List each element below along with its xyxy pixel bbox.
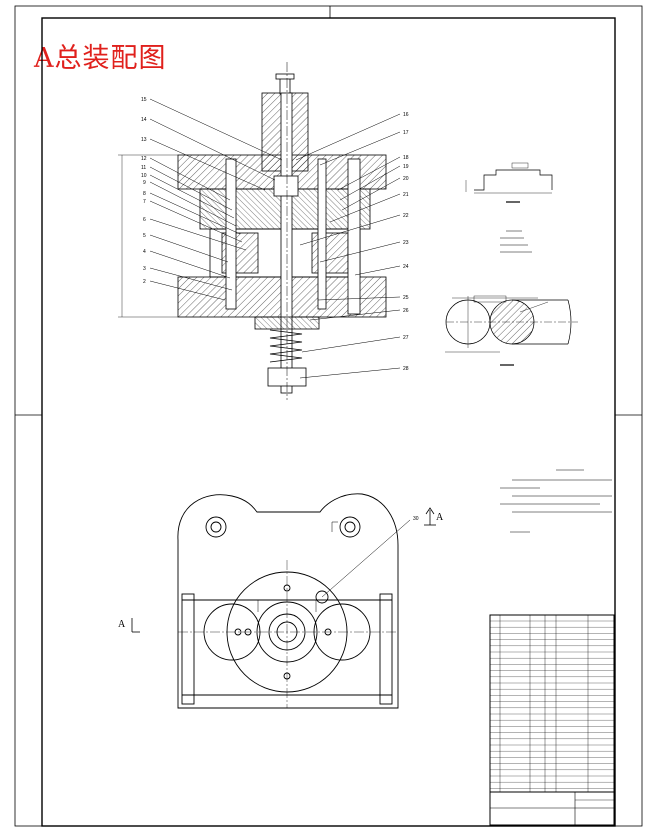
plan-view [131, 493, 436, 709]
part-label: 15 [141, 97, 147, 103]
tech-requirements [500, 469, 612, 533]
part-labels-left: 15 14 13 12 11 10 9 8 7 6 5 4 3 2 [141, 97, 147, 285]
part-label: 23 [403, 240, 409, 246]
part-label: 9 [143, 180, 146, 186]
part-label: 26 [403, 308, 409, 314]
drawing-title: A总装配图 [34, 43, 167, 74]
part-label: 3 [143, 266, 146, 272]
part-label: 5 [143, 233, 146, 239]
part-label: 21 [403, 192, 409, 198]
part-label: 10 [141, 173, 147, 179]
part-label: 12 [141, 156, 147, 162]
circular-detail [445, 295, 578, 366]
leader-lines [149, 98, 401, 379]
part-label: 22 [403, 213, 409, 219]
part-label: 20 [403, 176, 409, 182]
part-label: 14 [141, 117, 147, 123]
sectional-view [118, 62, 387, 400]
part-labels-right: 16 17 18 19 20 21 22 23 24 25 26 27 28 [403, 112, 409, 372]
part-label: 19 [403, 164, 409, 170]
section-mark-right: A [436, 512, 444, 523]
part-label: 27 [403, 335, 409, 341]
part-label: 16 [403, 112, 409, 118]
part-label: 11 [141, 165, 146, 171]
part-label: 30 [413, 516, 419, 522]
part-label: 24 [403, 264, 409, 270]
part-label: 18 [403, 155, 409, 161]
part-label: 28 [403, 366, 409, 372]
part-label: 4 [143, 249, 146, 255]
parts-list-table [489, 614, 615, 826]
part-label: 13 [141, 137, 147, 143]
notes-block [500, 230, 532, 253]
part-label: 6 [143, 217, 146, 223]
section-mark-left: A [118, 619, 126, 630]
sheet-border [14, 5, 643, 827]
parts-list-rows [490, 620, 614, 789]
part-label: 7 [143, 199, 146, 205]
part-label: 2 [143, 279, 146, 285]
part-label: 25 [403, 295, 409, 301]
part-label: 8 [143, 191, 146, 197]
part-detail-profile [465, 162, 553, 203]
part-label: 17 [403, 130, 409, 136]
